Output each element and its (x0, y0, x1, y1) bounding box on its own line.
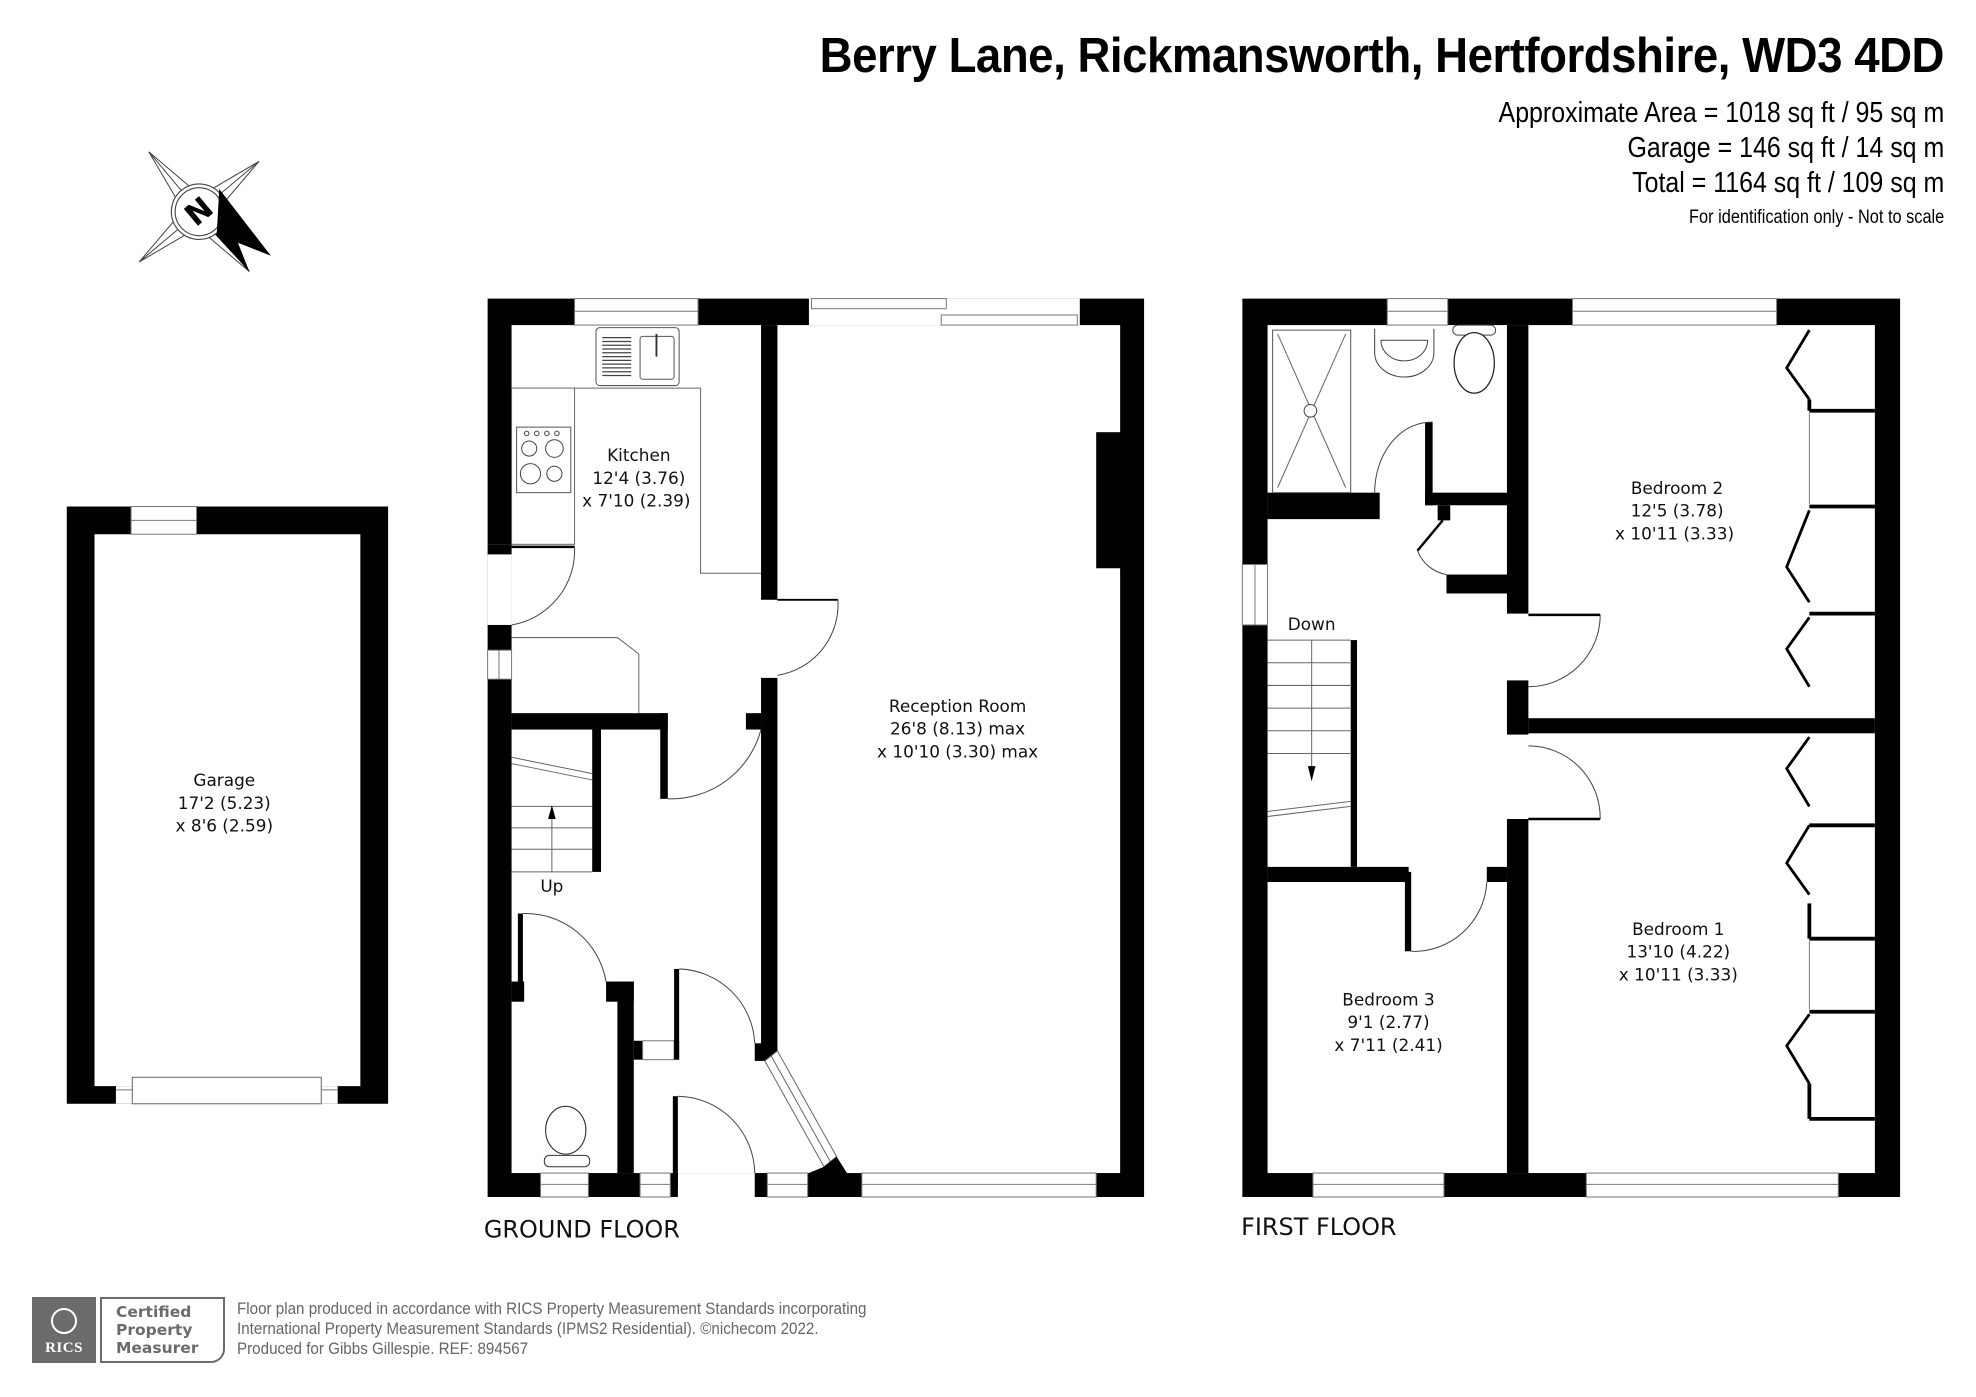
bedroom-3-dim1: 9'1 (2.77) (1347, 1012, 1429, 1032)
first-floor-label: FIRST FLOOR (1241, 1213, 1396, 1241)
garage-dim2: x 8'6 (2.59) (175, 816, 273, 836)
kitchen-name: Kitchen (607, 445, 670, 465)
stairs-down-label: Down (1288, 614, 1336, 634)
stairs-down-arrow-icon (1307, 766, 1316, 782)
approximate-area: Approximate Area = 1018 sq ft / 95 sq m (1498, 97, 1944, 129)
footer-line-2: International Property Measurement Stand… (237, 1320, 819, 1338)
stairs-up-label: Up (540, 876, 563, 896)
reception-room-dim1: 26'8 (8.13) max (890, 719, 1025, 739)
garage-plan: Garage 17'2 (5.23) x 8'6 (2.59) (66, 506, 389, 1105)
footer-credits: Floor plan produced in accordance with R… (237, 1297, 866, 1363)
bedroom-2-name: Bedroom 2 (1631, 478, 1723, 498)
bedroom-1-dim2: x 10'11 (3.33) (1619, 964, 1738, 984)
footer: RICS Certified Property Measurer Floor p… (32, 1297, 921, 1363)
garage-dim1: 17'2 (5.23) (178, 793, 271, 813)
total-area: Total = 1164 sq ft / 109 sq m (1631, 167, 1944, 199)
bedroom-2-dim2: x 10'11 (3.33) (1615, 523, 1734, 543)
certified-property-measurer-badge: Certified Property Measurer (100, 1297, 225, 1363)
ground-floor-label: GROUND FLOOR (484, 1215, 680, 1243)
first-floor-plan: Down Bedroom 2 12'5 (3.78) (1241, 298, 1901, 1241)
compass-pointer-icon (216, 189, 271, 256)
garage-area: Garage = 146 sq ft / 14 sq m (1627, 132, 1944, 164)
kitchen-dim1: 12'4 (3.76) (592, 468, 685, 488)
scale-disclaimer: For identification only - Not to scale (1688, 207, 1944, 228)
reception-room-name: Reception Room (889, 696, 1026, 716)
north-compass-icon: N (138, 151, 260, 272)
footer-line-3: Produced for Gibbs Gillespie. REF: 89456… (237, 1340, 529, 1358)
reception-room-dim2: x 10'10 (3.30) max (877, 741, 1038, 761)
bedroom-3-dim2: x 7'11 (2.41) (1334, 1035, 1442, 1055)
bedroom-3-name: Bedroom 3 (1342, 989, 1434, 1009)
ground-floor-plan: Up Kitchen 12'4 (3.76) (484, 298, 1145, 1243)
stairs-up-arrow-icon (548, 805, 556, 819)
bedroom-1-name: Bedroom 1 (1632, 919, 1724, 939)
footer-line-1: Floor plan produced in accordance with R… (237, 1300, 867, 1318)
rics-logo: RICS (32, 1297, 96, 1363)
property-address-title: Berry Lane, Rickmansworth, Hertfordshire… (819, 29, 1945, 83)
bedroom-2-dim1: 12'5 (3.78) (1631, 501, 1724, 521)
bedroom-1-dim1: 13'10 (4.22) (1626, 942, 1730, 962)
garage-name: Garage (193, 770, 255, 790)
area-summary: Approximate Area = 1018 sq ft / 95 sq m … (1498, 96, 1944, 229)
rics-lion-icon (51, 1308, 77, 1334)
kitchen-dim2: x 7'10 (2.39) (582, 491, 690, 511)
